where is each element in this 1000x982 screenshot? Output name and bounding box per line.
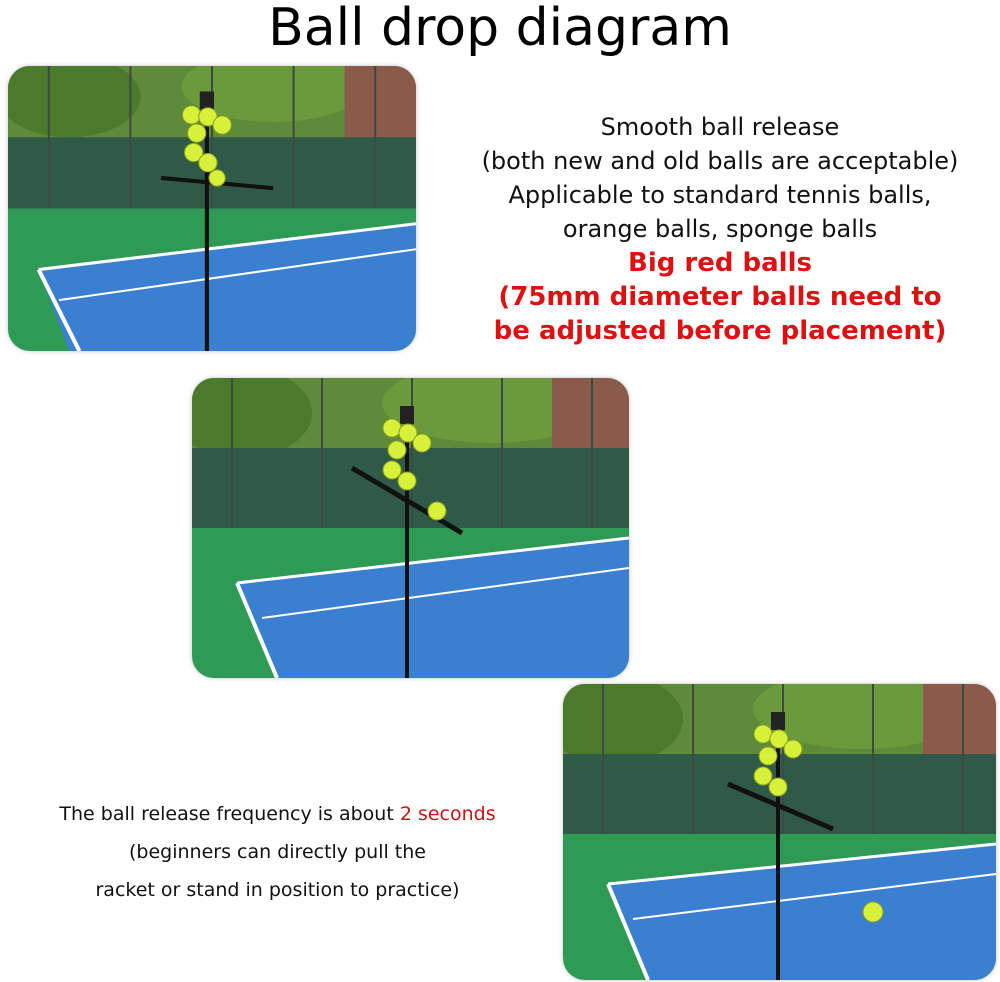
frequency-highlight: 2 seconds: [399, 803, 496, 825]
frequency-description: The ball release frequency is about 2 se…: [0, 795, 555, 909]
feature-line-2: (both new and old balls are acceptable): [481, 147, 959, 175]
page-title: Ball drop diagram: [268, 0, 732, 58]
tennis-ball-dropper-photo-2: [192, 378, 629, 678]
frequency-line-2: (beginners can directly pull the: [129, 841, 426, 863]
court-scene-1: [8, 66, 416, 351]
warning-line-3: be adjusted before placement): [493, 316, 947, 346]
tennis-ball-dropper-photo-1: [8, 66, 416, 351]
frequency-prefix: The ball release frequency is about: [59, 803, 400, 825]
feature-line-4: orange balls, sponge balls: [562, 215, 878, 243]
court-scene-3: [563, 684, 996, 980]
tennis-ball-dropper-photo-3: [563, 684, 996, 980]
court-scene-2: [192, 378, 629, 678]
warning-line-2: (75mm diameter balls need to: [498, 282, 942, 312]
feature-line-3: Applicable to standard tennis balls,: [508, 181, 932, 209]
frequency-line-3: racket or stand in position to practice): [95, 879, 460, 901]
frequency-line-1: The ball release frequency is about 2 se…: [0, 795, 555, 833]
feature-line-1: Smooth ball release: [600, 113, 840, 141]
feature-description: Smooth ball release (both new and old ba…: [430, 110, 1000, 348]
warning-line-1: Big red balls: [628, 248, 812, 278]
